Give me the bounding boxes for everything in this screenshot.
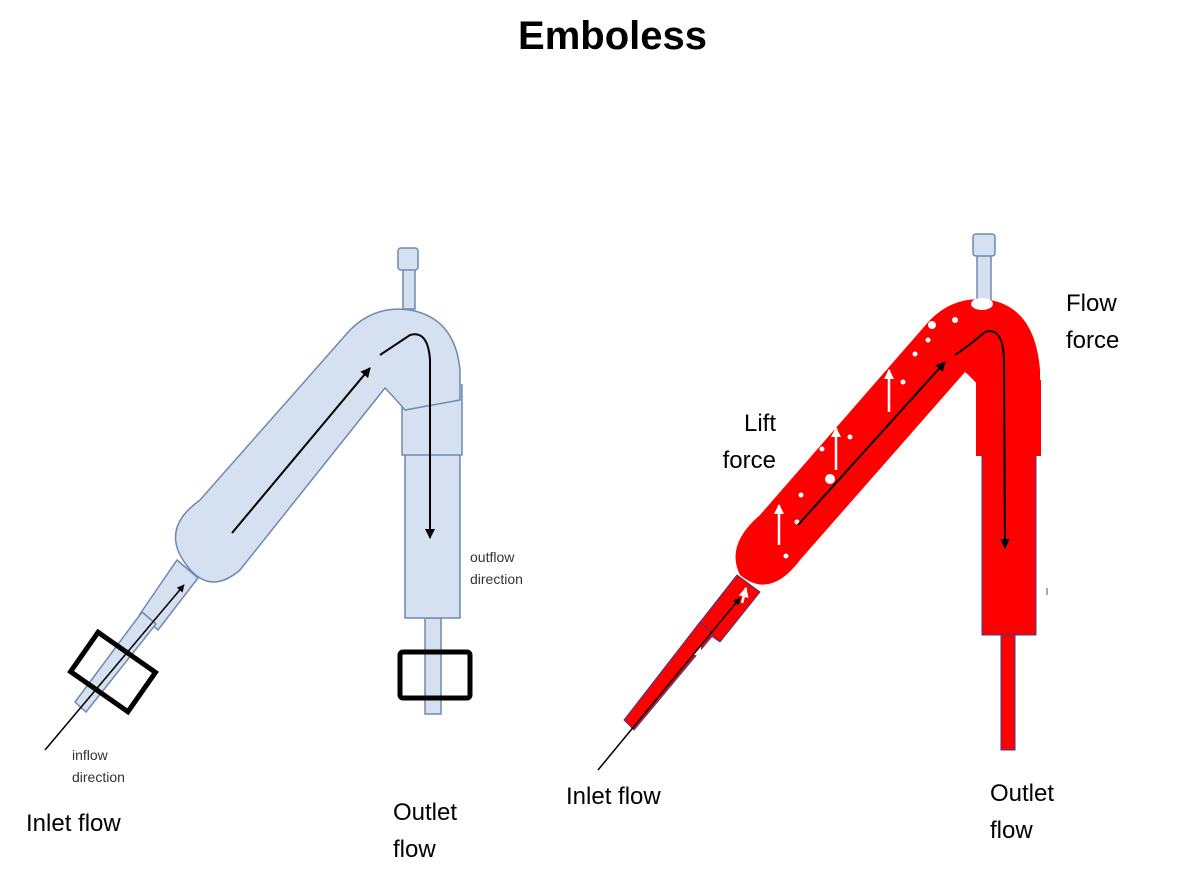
right-inlet-flow-label: Inlet flow [566,783,661,810]
diagram-title: Emboless [518,14,707,58]
left-outlet-flow-label: Outlet flow [393,794,457,868]
lift-force-label: Lift force [716,405,776,479]
right-outlet-line1: Outlet [990,780,1055,807]
bubble [798,492,804,498]
right-outflow-arrow [954,330,1010,549]
right-outlet-tube [1000,631,1016,751]
left-top-vent-stem [402,266,416,310]
bubble [912,351,918,357]
right-top-vent-cap [972,233,996,257]
right-air-microbubbles [783,317,958,559]
left-top-vent-cap [397,247,419,271]
bubble [900,379,906,385]
right-top-vent-stem [976,251,992,303]
left-inflow-line1: inflow [72,747,108,763]
left-outlet-line2: flow [393,836,436,863]
left-inflow-arrow [44,584,185,751]
right-outlet-flow-label: Outlet flow [990,775,1054,849]
lift-line2: force [722,447,776,474]
right-main-body [735,299,1040,585]
right-trapped-air-bubble [971,298,993,310]
left-outlet-chamber [404,449,461,619]
left-inflow-line2: direction [72,769,125,785]
left-outlet-clamp [397,649,473,701]
left-inlet-sleeve [139,558,200,632]
left-outflow-line2: direction [470,571,523,587]
bubble [819,446,825,452]
bubble [825,474,835,484]
right-outlet-line2: flow [990,817,1033,844]
bubble [847,434,853,440]
right-lift-force-arrows [693,369,894,661]
left-inflow-direction-label: inflow direction [72,744,125,788]
left-main-body [174,308,461,583]
right-body-flow-arrow [797,361,946,526]
lift-arrow [738,587,749,604]
flow-line1: Flow [1066,290,1117,317]
bubble [925,337,931,343]
left-outflow-line1: outflow [470,549,515,565]
lift-line1: Lift [743,410,776,437]
left-body-flow-arrow [231,367,371,534]
left-outflow-arrow [379,333,435,539]
bubble [783,553,789,559]
flow-force-label: Flow force [1066,285,1119,359]
left-outflow-direction-label: outflow direction [470,546,523,590]
right-inflow-arrow [597,597,741,771]
bubble [952,317,958,323]
flow-line2: force [1066,327,1120,354]
right-outlet-chamber [981,454,1037,636]
bubble [915,325,921,331]
right-filter-device [597,233,1048,771]
bubble [928,321,936,329]
right-outlet-collar [976,380,1041,456]
left-inlet-flow-label: Inlet flow [26,810,121,837]
right-inlet-tube [623,621,715,731]
lift-arrow [693,646,703,661]
left-filter-device [44,247,473,751]
left-outlet-line1: Outlet [393,799,458,826]
